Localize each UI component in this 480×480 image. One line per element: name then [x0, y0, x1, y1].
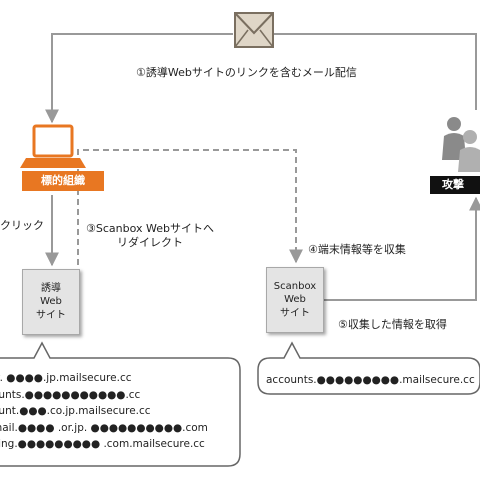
- envelope-icon: [234, 12, 274, 48]
- step1-label: ①誘導Webサイトのリンクを含むメール配信: [136, 66, 357, 79]
- lure-site-box: 誘導 Web サイト: [22, 269, 80, 335]
- laptop-icon: [20, 124, 86, 168]
- lure-domain-list: w. ●●●●.jp.mailsecure.cc ounts.●●●●●●●●●…: [0, 370, 208, 453]
- scanbox-domains-callout: [257, 341, 480, 395]
- mail-to-target-connector: [45, 33, 233, 124]
- scanbox-site-box: Scanbox Web サイト: [266, 267, 324, 333]
- step5-label: ⑤収集した情報を取得: [338, 318, 447, 331]
- attacker-badge: 攻撃: [430, 176, 480, 194]
- lure-domain-item: king.●●●●●●●●● .com.mailsecure.cc: [0, 438, 205, 450]
- lure-domain-item: ount.●●●.co.jp.mailsecure.cc: [0, 405, 151, 417]
- collect-connector: [322, 196, 480, 301]
- step3-label-line2: リダイレクト: [116, 236, 183, 250]
- scanbox-site-label: Scanbox Web サイト: [273, 280, 317, 319]
- people-icon: [442, 117, 480, 172]
- lure-domain-item: mail.●●●● .or.jp. ●●●●●●●●●●.com: [0, 421, 208, 434]
- lure-site-label: 誘導 Web サイト: [36, 282, 66, 321]
- scanbox-domain-list: accounts.●●●●●●●●●.mailsecure.cc: [266, 372, 475, 389]
- step2-label: クリック: [0, 219, 44, 232]
- scanbox-domain-item: accounts.●●●●●●●●●.mailsecure.cc: [266, 374, 475, 386]
- step4-label: ④端末情報等を収集: [308, 243, 406, 256]
- target-org-badge: 標的組織: [22, 171, 104, 191]
- mail-delivery-connector: [273, 33, 477, 110]
- lure-domain-item: w. ●●●●.jp.mailsecure.cc: [0, 372, 132, 384]
- redirect-connector: [77, 149, 303, 265]
- step3-label-line1: ③Scanbox Webサイトへ: [86, 222, 214, 235]
- step3-label: ③Scanbox Webサイトへ リダイレクト: [86, 222, 214, 251]
- lure-domain-item: ounts.●●●●●●●●●●●.cc: [0, 388, 141, 401]
- lure-domains-callout: [0, 341, 241, 467]
